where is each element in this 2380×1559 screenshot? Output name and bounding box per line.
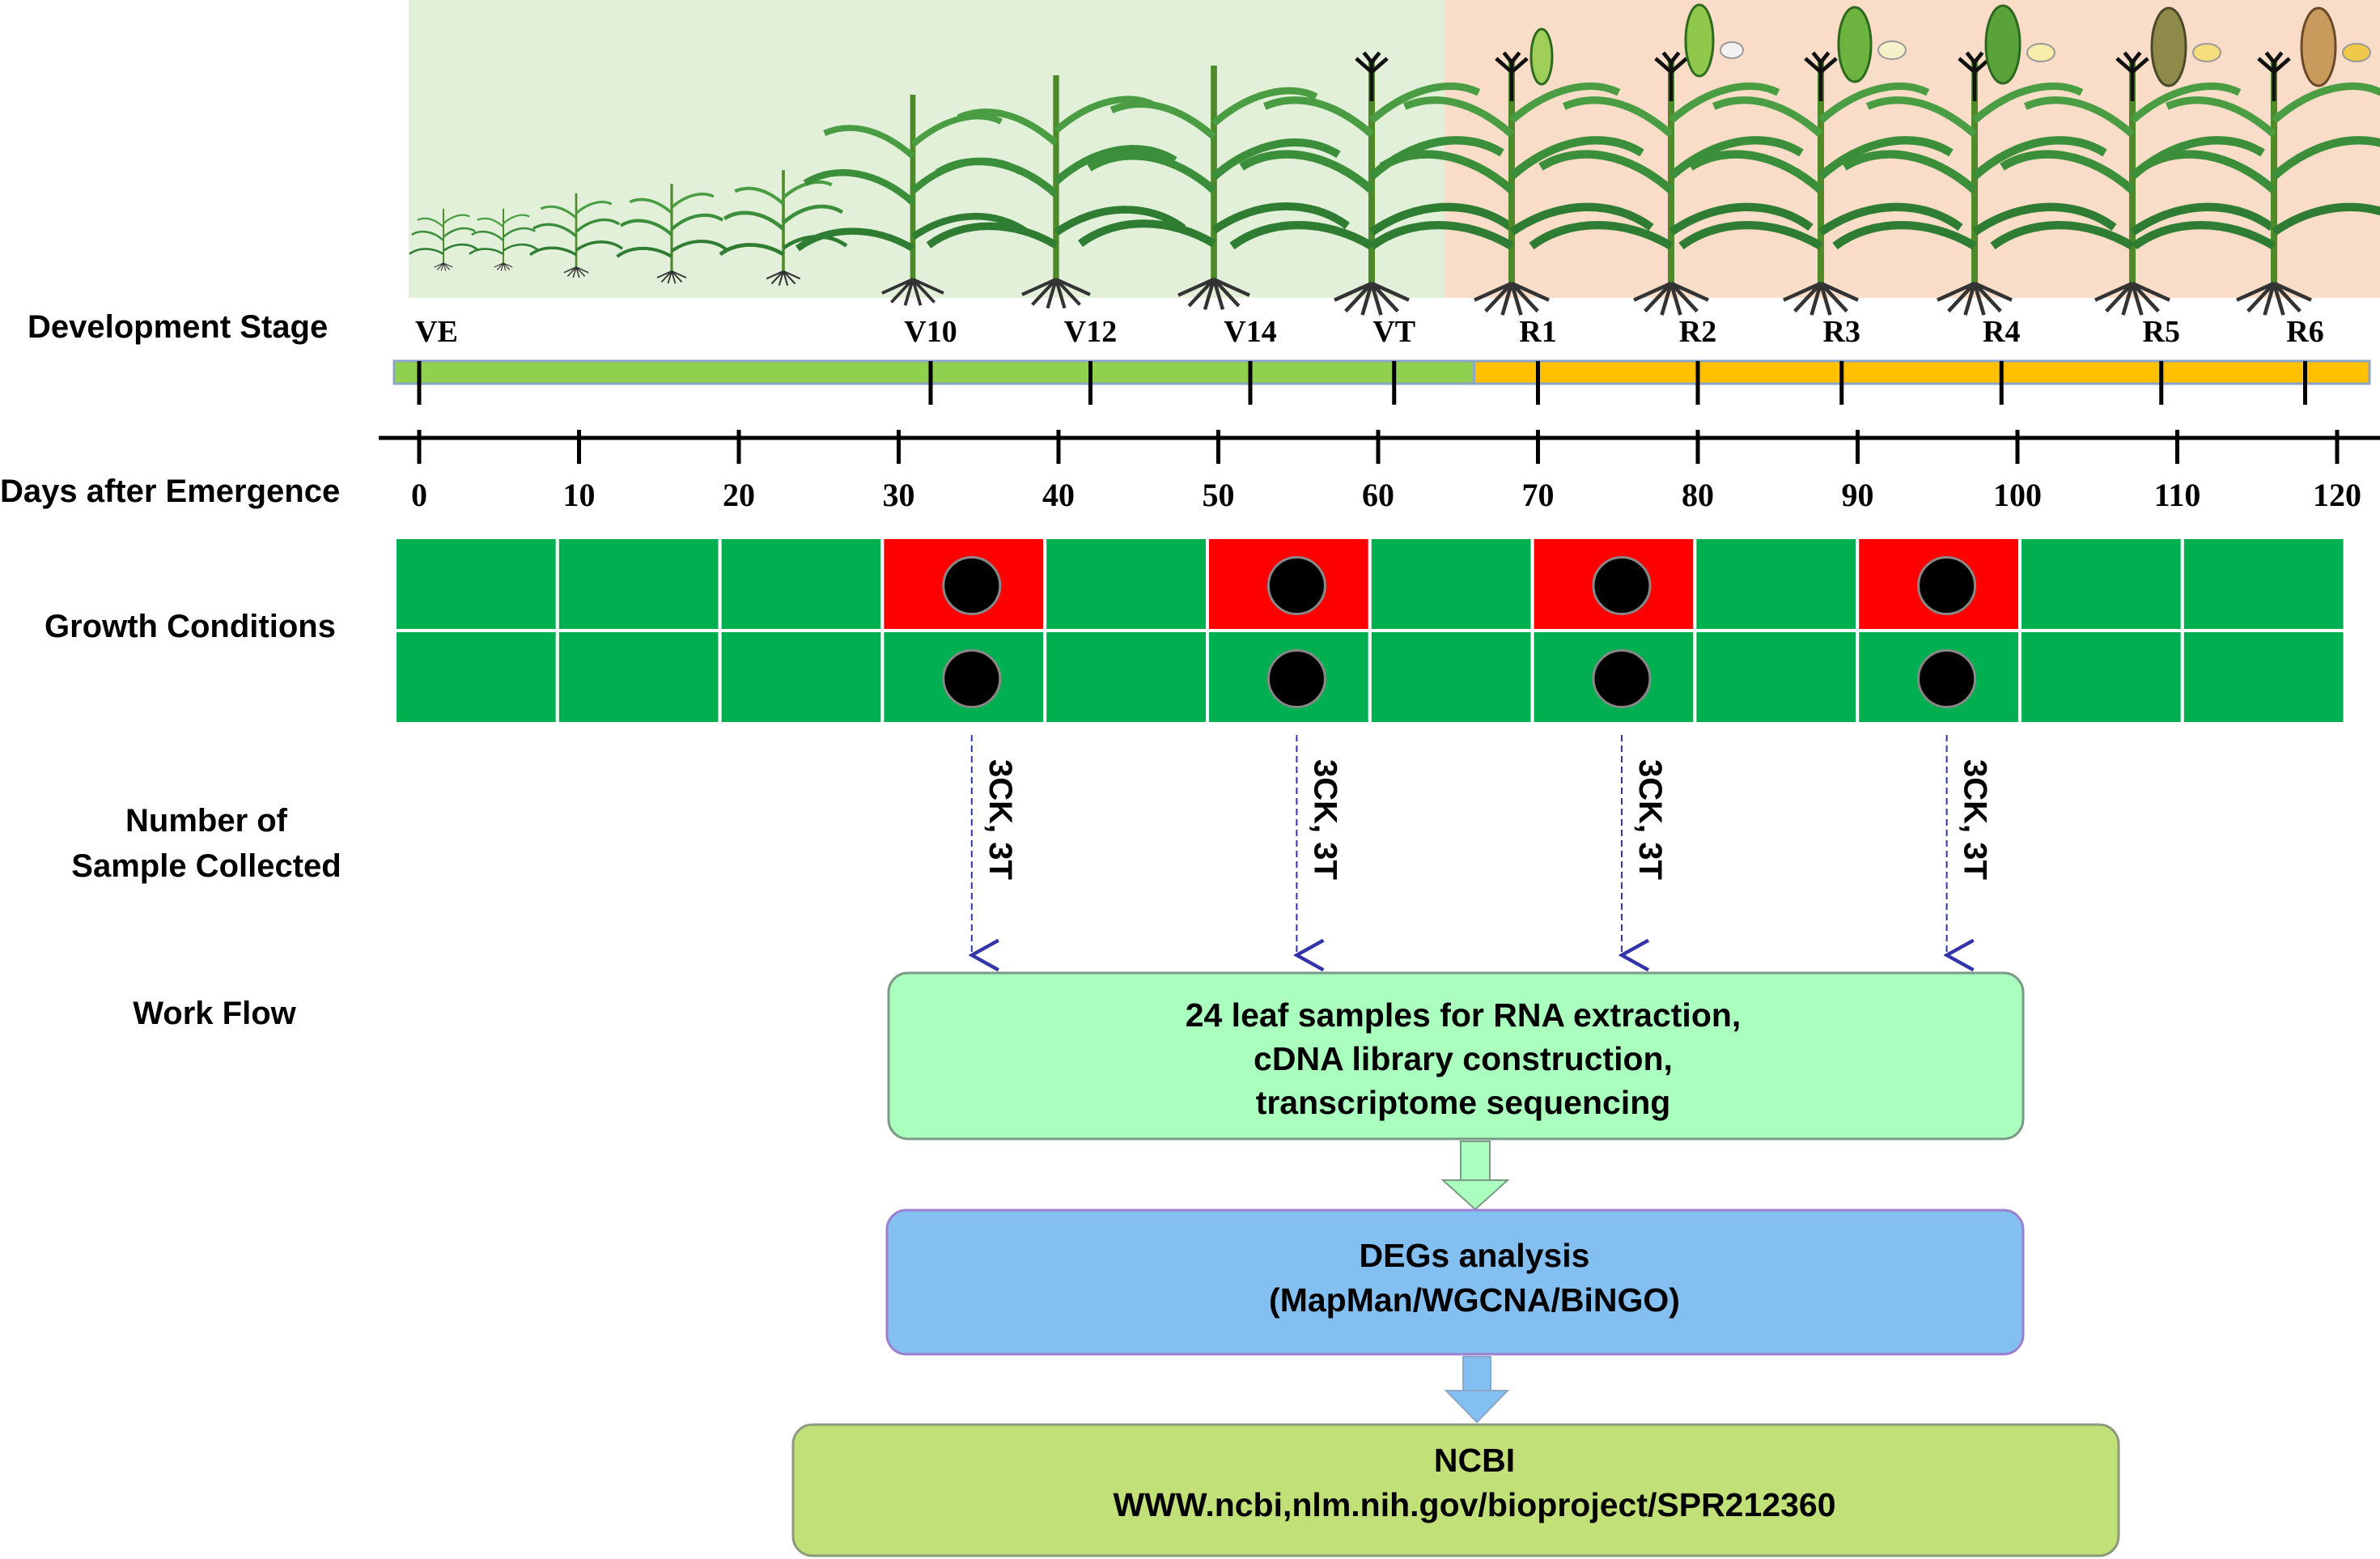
day-tick-label: 50	[1203, 477, 1235, 513]
samples-label-line2: Sample Collected	[71, 848, 341, 884]
development-stage-label: Development Stage	[28, 309, 328, 345]
stress-cell	[880, 536, 1047, 632]
stage-label-v12: V12	[1064, 315, 1117, 349]
control-cell	[1043, 629, 1209, 725]
maize-plant-illustrations	[408, 3, 2380, 315]
control-cell	[1368, 536, 1534, 632]
day-tick-label: 0	[411, 477, 427, 513]
stage-label-v10: V10	[904, 315, 957, 349]
workflow-box-degs	[885, 1209, 2025, 1356]
day-tick-label: 100	[1993, 477, 2042, 513]
kernel-icon	[2026, 43, 2055, 62]
day-tick-label: 70	[1522, 477, 1555, 513]
days-axis: 0 10 20 30 40 50 60 70 80 90 100 110 120	[379, 430, 2380, 513]
vegetative-stage-bar	[392, 359, 1475, 385]
day-tick-label: 60	[1362, 477, 1394, 513]
control-cell	[2018, 629, 2184, 725]
sample-count-label: 3CK, 3T	[1958, 759, 1993, 880]
sample-dot-icon	[1592, 556, 1652, 615]
sample-dot-icon	[1266, 556, 1326, 615]
control-cell	[1368, 629, 1534, 725]
maize-ear-icon	[1984, 4, 2022, 85]
sample-count-label: 3CK, 3T	[982, 759, 1018, 880]
maize-ear-icon	[1837, 6, 1873, 83]
workflow-box-sequencing	[887, 971, 2025, 1141]
stage-label-r6: R6	[2286, 315, 2323, 349]
sample-arrows: 3CK, 3T 3CK, 3T 3CK, 3T 3CK, 3T	[972, 735, 1993, 955]
kernel-icon	[1720, 41, 1744, 59]
control-cell	[1693, 629, 1860, 725]
sample-dot-icon	[1592, 649, 1652, 708]
days-after-emergence-label: Days after Emergence	[0, 474, 340, 509]
kernel-icon	[2192, 43, 2221, 62]
reproductive-stage-band	[1445, 0, 2380, 298]
control-cell	[1693, 536, 1860, 632]
workflow-box-degs-line1: DEGs analysis	[1360, 1237, 1590, 1274]
control-cell	[718, 536, 885, 632]
vegetative-stage-band	[409, 0, 1445, 298]
sample-dot-icon	[1917, 556, 1977, 615]
sample-count-label: 3CK, 3T	[1632, 759, 1668, 880]
stage-label-r4: R4	[1983, 315, 2020, 349]
control-cell	[555, 536, 722, 632]
control-cell	[393, 536, 559, 632]
stage-label-v14: V14	[1224, 315, 1276, 349]
day-tick-label: 40	[1042, 477, 1075, 513]
workflow-box-ncbi-line2: WWW.ncbi,nlm.nih.gov/bioproject/SPR21236…	[1113, 1486, 1835, 1523]
stage-labels: VE V10 V12 V14 VT R1 R2 R3 R4 R5 R6	[415, 315, 2324, 405]
workflow-box-ncbi	[791, 1423, 2120, 1557]
day-tick-label: 90	[1842, 477, 1874, 513]
reproductive-stage-bar	[1473, 359, 2371, 385]
day-tick-label: 10	[563, 477, 596, 513]
day-tick-label: 20	[723, 477, 755, 513]
control-cell	[555, 629, 722, 725]
sample-dot-icon	[942, 649, 1002, 708]
stage-label-r3: R3	[1823, 315, 1860, 349]
down-arrow-icon	[1444, 1356, 1510, 1424]
growth-conditions-label: Growth Conditions	[45, 609, 336, 644]
stage-label-ve: VE	[415, 315, 458, 349]
day-tick-label: 110	[2154, 477, 2201, 513]
sample-dot-icon	[942, 556, 1002, 615]
growth-conditions-grid	[393, 536, 2347, 725]
sample-dot-icon	[1917, 649, 1977, 708]
stage-label-r1: R1	[1519, 315, 1556, 349]
work-flow-label: Work Flow	[133, 996, 296, 1031]
sample-count-label: 3CK, 3T	[1307, 759, 1343, 880]
maize-ear-icon	[2150, 6, 2187, 87]
kernel-icon	[2342, 43, 2371, 62]
control-cell	[2180, 536, 2347, 632]
maize-ear-icon	[1684, 3, 1715, 78]
control-cell	[1043, 536, 1209, 632]
workflow-box-sequencing-line3: transcriptome sequencing	[1256, 1084, 1671, 1121]
day-tick-label: 30	[883, 477, 915, 513]
samples-label-line1: Number of	[125, 803, 288, 839]
down-arrow-icon	[1440, 1141, 1510, 1211]
stage-label-r2: R2	[1679, 315, 1716, 349]
stage-bar	[392, 359, 2371, 385]
stage-label-r5: R5	[2143, 315, 2180, 349]
workflow-box-degs-line2: (MapMan/WGCNA/BiNGO)	[1269, 1281, 1680, 1319]
sample-dot-icon	[1266, 649, 1326, 708]
stage-label-vt: VT	[1372, 315, 1415, 349]
workflow-box-sequencing-line2: cDNA library construction,	[1254, 1040, 1673, 1077]
workflow-box-sequencing-line1: 24 leaf samples for RNA extraction,	[1186, 996, 1742, 1034]
control-cell	[393, 629, 559, 725]
workflow-box-ncbi-line1: NCBI	[1434, 1442, 1515, 1479]
kernel-icon	[1877, 40, 1907, 60]
control-cell	[2018, 536, 2184, 632]
day-tick-label: 120	[2313, 477, 2361, 513]
maize-ear-icon	[2300, 6, 2337, 87]
control-cell	[2180, 629, 2347, 725]
day-tick-label: 80	[1682, 477, 1714, 513]
maize-ear-icon	[1529, 28, 1554, 86]
control-cell	[718, 629, 885, 725]
